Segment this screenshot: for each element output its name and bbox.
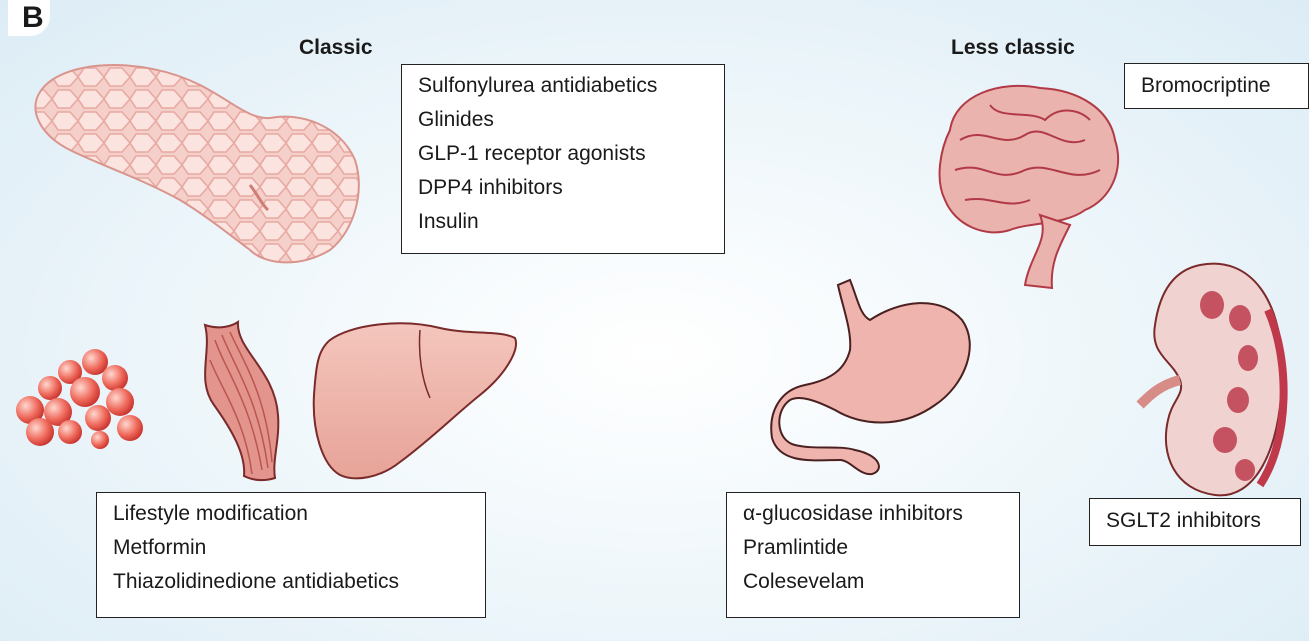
drug-insulin: Insulin [418,205,708,239]
kidney-icon [1140,264,1284,496]
kidney-drugs-box: SGLT2 inhibitors [1089,498,1301,546]
muscle-icon [205,322,278,480]
drug-lifestyle: Lifestyle modification [113,497,469,531]
brain-drugs-box: Bromocriptine [1124,63,1309,109]
stomach-icon [771,280,970,474]
pancreas-drugs-box: Sulfonylurea antidiabetics Glinides GLP-… [401,64,725,254]
drug-dpp4: DPP4 inhibitors [418,171,708,205]
drug-alpha-glucosidase: α-glucosidase inhibitors [743,497,1003,531]
drug-colesevelam: Colesevelam [743,565,1003,599]
drug-sulfonylurea: Sulfonylurea antidiabetics [418,69,708,103]
drug-metformin: Metformin [113,531,469,565]
drug-sglt2: SGLT2 inhibitors [1106,504,1284,538]
liver-icon [314,323,516,478]
pancreas-icon [35,65,358,262]
drug-glinides: Glinides [418,103,708,137]
peripheral-drugs-box: Lifestyle modification Metformin Thiazol… [96,492,486,618]
brain-icon [940,86,1119,288]
drug-pramlintide: Pramlintide [743,531,1003,565]
drug-glp1: GLP-1 receptor agonists [418,137,708,171]
fat-cells-icon [16,349,143,449]
drug-bromocriptine: Bromocriptine [1141,69,1292,103]
gut-drugs-box: α-glucosidase inhibitors Pramlintide Col… [726,492,1020,618]
drug-thiazolidinedione: Thiazolidinedione antidiabetics [113,565,469,599]
